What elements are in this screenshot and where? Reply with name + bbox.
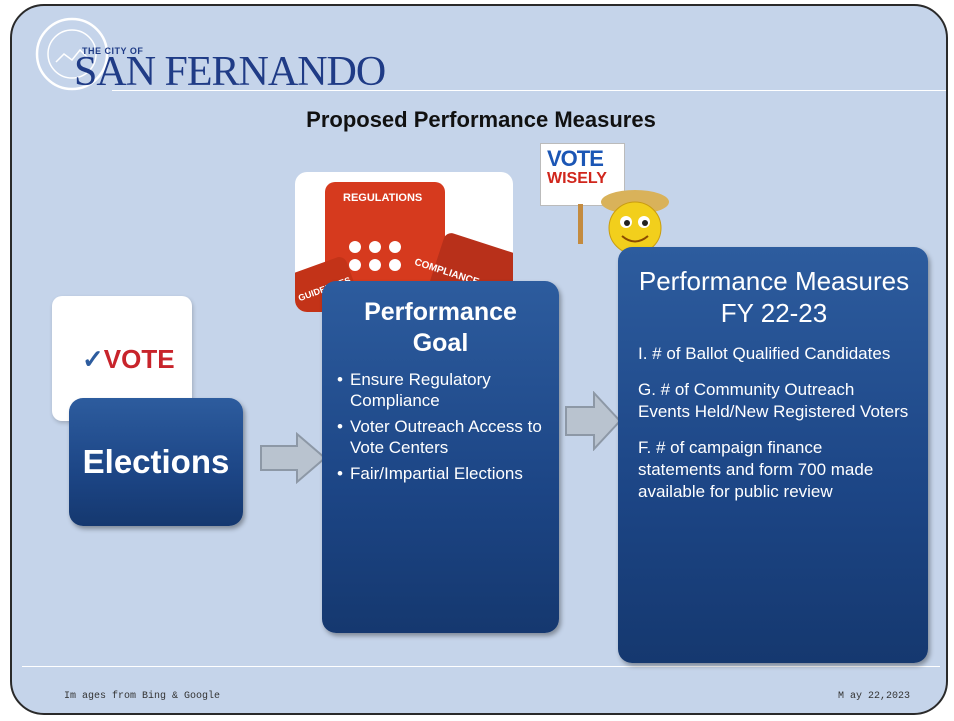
city-seal-icon <box>35 17 109 91</box>
footer-credit: Im ages from Bing & Google <box>64 691 221 702</box>
goal-bullet: Fair/Impartial Elections <box>337 463 545 484</box>
goal-bullet: Ensure Regulatory Compliance <box>337 369 545 411</box>
footer-divider <box>22 666 940 667</box>
regulations-word: REGULATIONS <box>343 192 423 204</box>
measures-title: Performance Measures FY 22-23 <box>638 266 910 328</box>
slide: THE CITY OF SAN FERNANDO Proposed Perfor… <box>10 4 948 715</box>
smiley-face-icon <box>601 190 669 255</box>
goal-bullet: Voter Outreach Access to Vote Centers <box>337 416 545 458</box>
vote-card-text: ✓VOTE <box>82 344 175 374</box>
city-small-label: THE CITY OF <box>82 46 144 56</box>
header-divider <box>112 90 946 91</box>
measure-item: I. # of Ballot Qualified Candidates <box>638 344 891 363</box>
measure-item: F. # of campaign finance statements and … <box>638 438 874 501</box>
slide-title: Proposed Performance Measures <box>306 107 656 132</box>
city-logo-text: SAN FERNANDO <box>74 49 386 95</box>
sign-wisely-text: WISELY <box>547 170 607 187</box>
elections-box: Elections <box>69 398 243 526</box>
arrow-right-icon <box>565 391 622 451</box>
goal-bullet-list: Ensure Regulatory Compliance Voter Outre… <box>336 369 545 484</box>
goal-title: Performance Goal <box>364 298 517 357</box>
sign-vote-text: VOTE <box>547 146 604 171</box>
footer-date: M ay 22,2023 <box>837 691 910 702</box>
measure-item: G. # of Community Outreach Events Held/N… <box>638 380 909 421</box>
arrow-right-icon <box>260 432 327 484</box>
performance-measures-box: Performance Measures FY 22-23 I. # of Ba… <box>618 247 928 663</box>
sign-stick <box>578 204 583 244</box>
performance-goal-box: Performance Goal Ensure Regulatory Compl… <box>322 281 559 633</box>
